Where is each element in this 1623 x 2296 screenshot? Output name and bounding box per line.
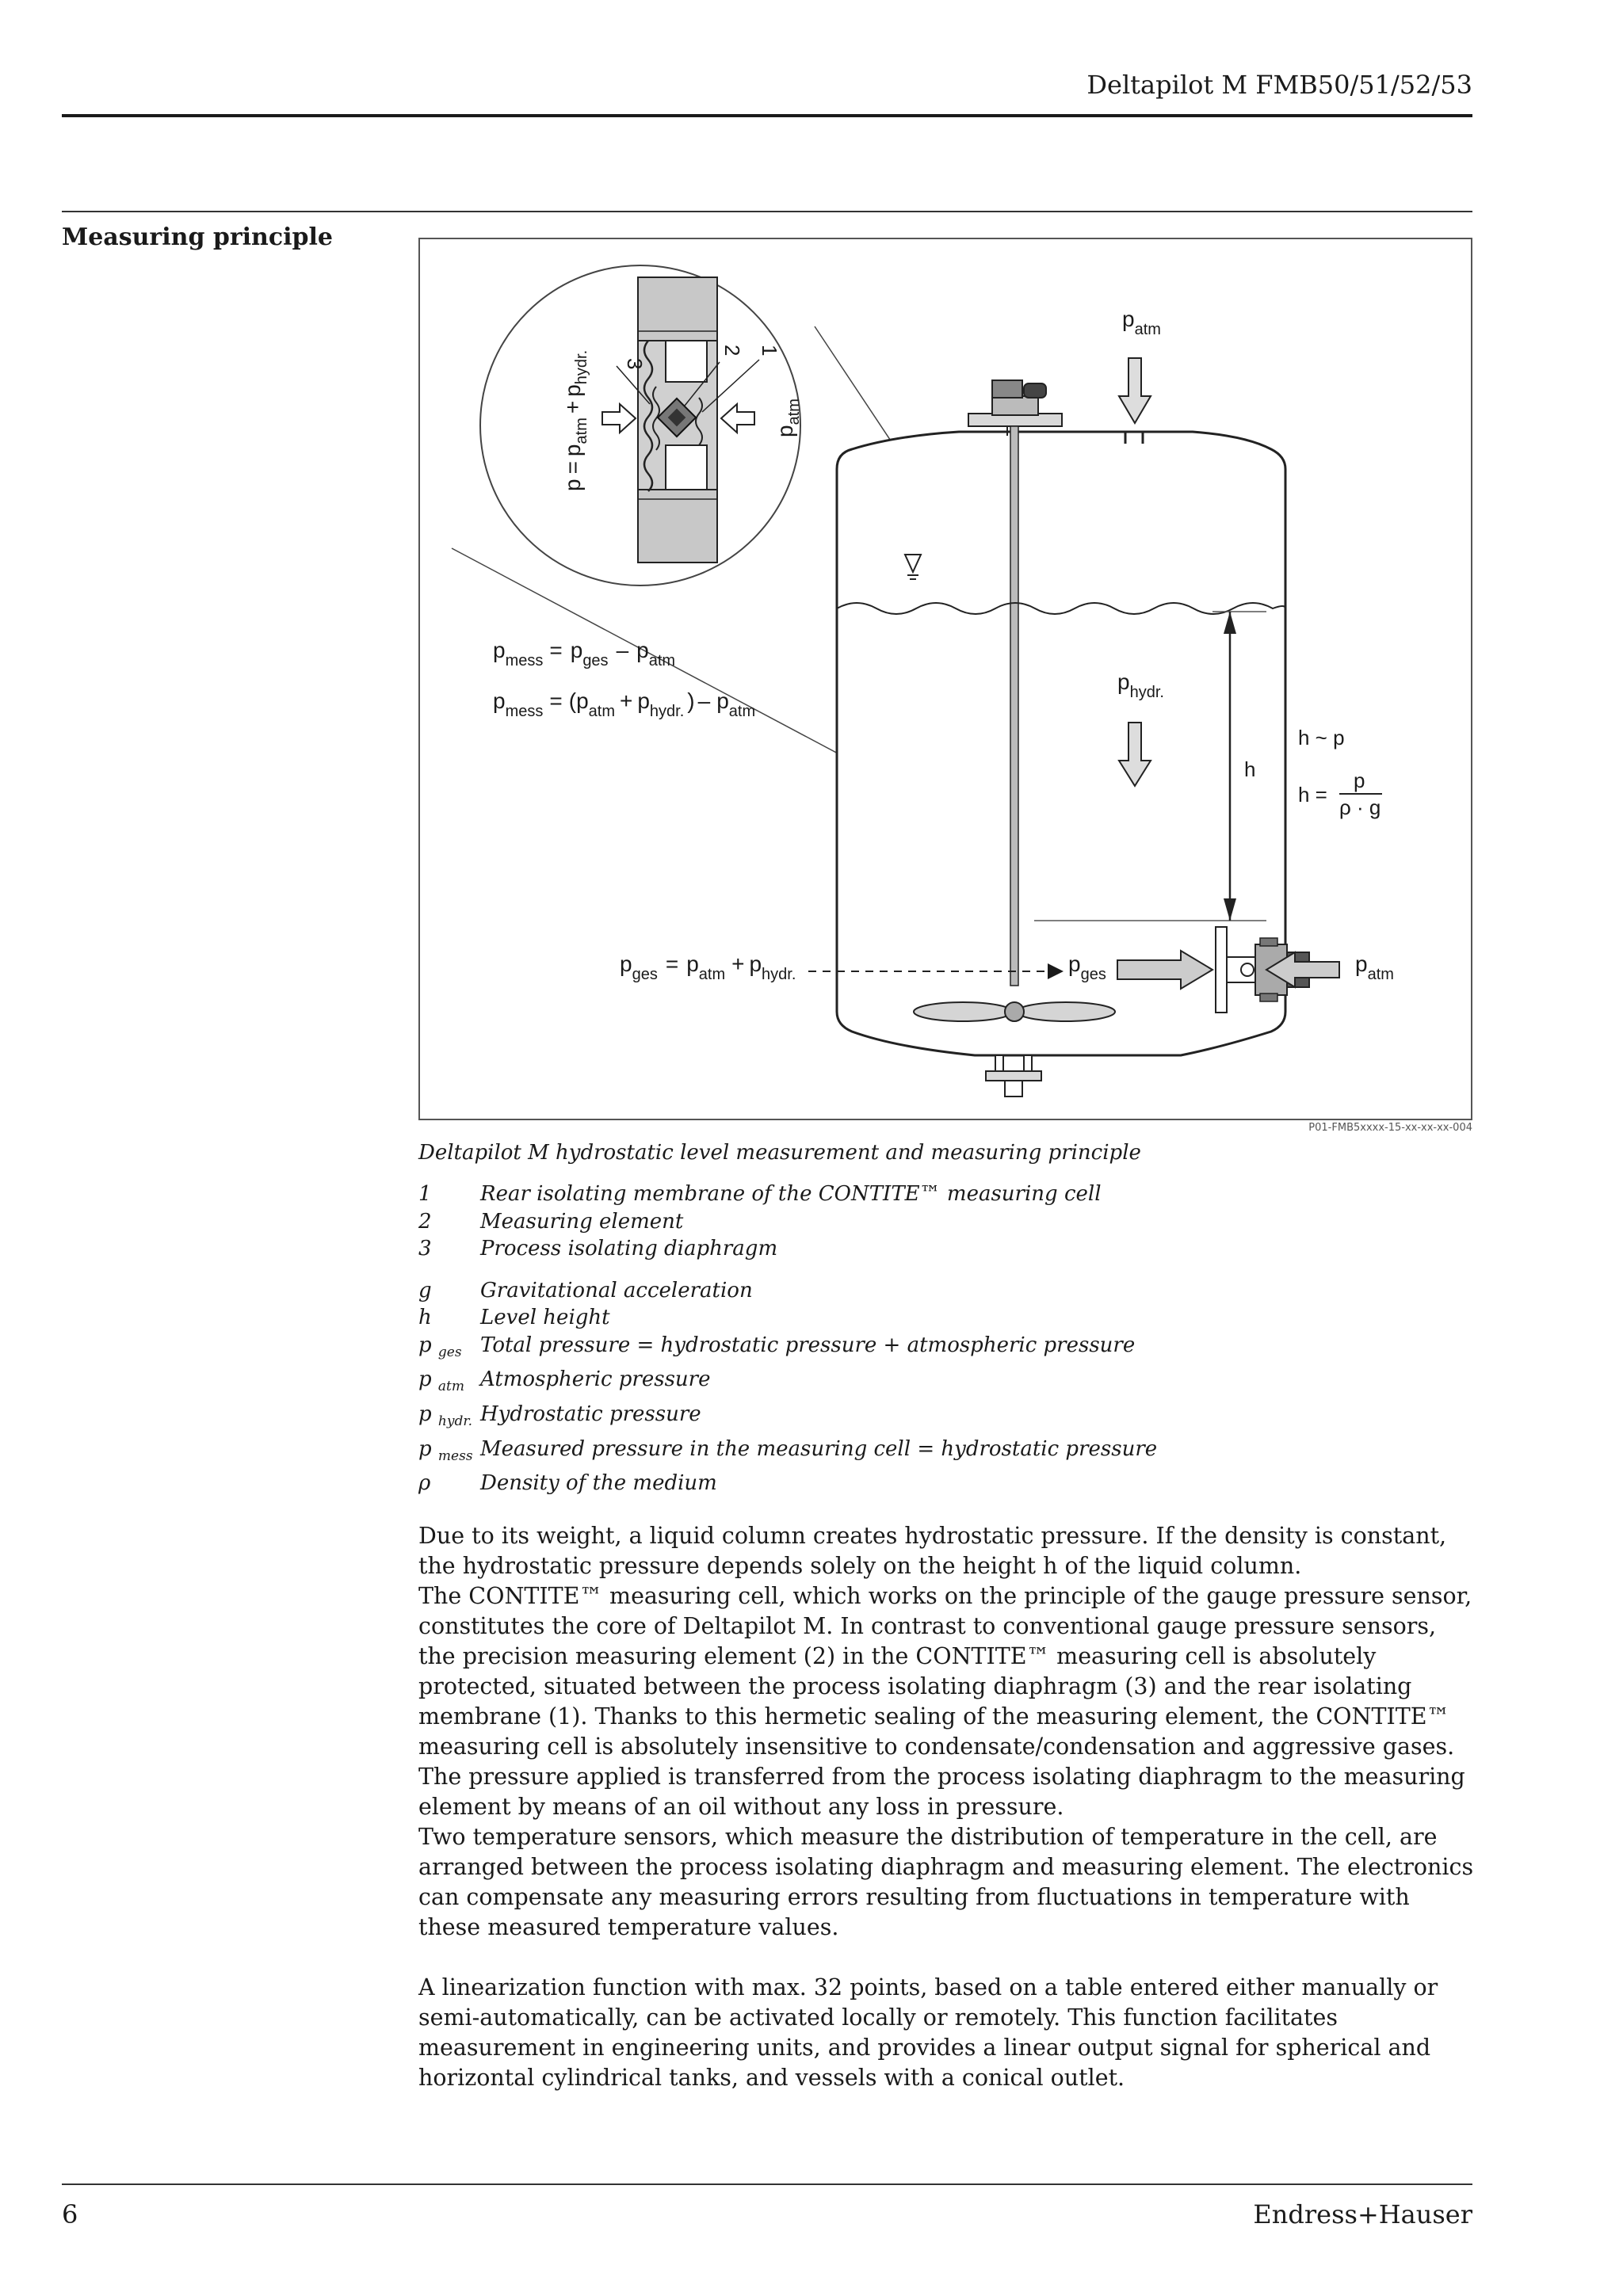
paragraph: measurement in engineering units, and pr… [418,2035,1431,2091]
body-text: Due to its weight, a liquid column creat… [418,1521,1476,2093]
paragraph: Two temperature sensors, which measure t… [418,1824,1474,1940]
measuring-principle-figure: 3 2 1 p=patm+phydr. patm [418,238,1472,1120]
pressure-sensor: patm [1215,926,1394,1013]
paragraph: A linearization function with max. 32 po… [418,1974,1438,2031]
svg-text:h ~ p: h ~ p [1298,726,1345,749]
svg-text:patm: patm [1355,952,1394,983]
cell-detail-circle: 3 2 1 p=patm+phydr. patm [479,265,803,586]
callout-1: 1 [758,345,781,356]
svg-text:pges=patm+phydr.: pges=patm+phydr. [620,952,796,983]
figure-caption: Deltapilot M hydrostatic level measureme… [418,1141,1141,1165]
tank [835,379,1287,1097]
ges-pressure-arrow [1117,949,1214,990]
cell-patm-label: patm [773,399,803,437]
callout-3: 3 [623,358,647,369]
document-title: Deltapilot M FMB50/51/52/53 [1086,70,1472,100]
section-title: Measuring principle [62,223,333,251]
tank-diagram: 3 2 1 p=patm+phydr. patm [451,265,1394,1097]
brand-name: Endress+Hauser [1253,2199,1472,2229]
legend-item: p hydr.Hydrostatic pressure [418,1402,701,1430]
footer-rule [62,2183,1472,2185]
svg-text:pmess=pges–patm: pmess=pges–patm [493,638,675,669]
page-number: 6 [62,2199,78,2229]
svg-text:pges: pges [1068,952,1106,983]
mess-formula: pmess=pges–patm pmess=(patm+phydr.)–patm [493,638,755,720]
cell-formula-left: p=patm+phydr. [560,350,590,491]
paragraph: The CONTITE™ measuring cell, which works… [418,1583,1472,1820]
svg-text:patm: patm [1122,307,1161,338]
svg-text:h =: h = [1298,783,1327,807]
header-rule [62,114,1472,117]
svg-text:ρ · g: ρ · g [1339,795,1381,819]
hydro-pressure-arrow: phydr. [1117,669,1164,788]
h-label: h [1244,757,1255,781]
callout-2: 2 [720,345,744,356]
atm-pressure-top: patm [1117,307,1161,425]
svg-text:pmess=(patm+phydr.)–patm: pmess=(patm+phydr.)–patm [493,688,755,720]
level-formula: h ~ p h = p ρ · g [1298,726,1382,819]
figure-id: P01-FMB5xxxx-15-xx-xx-xx-004 [1308,1122,1472,1134]
paragraph: Due to its weight, a liquid column creat… [418,1523,1447,1579]
level-dimension: h [1034,611,1266,921]
section-rule [62,211,1472,212]
svg-text:p: p [1354,769,1365,792]
ges-formula: pges=patm+phydr. pges [620,952,1106,983]
svg-text:phydr.: phydr. [1117,669,1164,701]
